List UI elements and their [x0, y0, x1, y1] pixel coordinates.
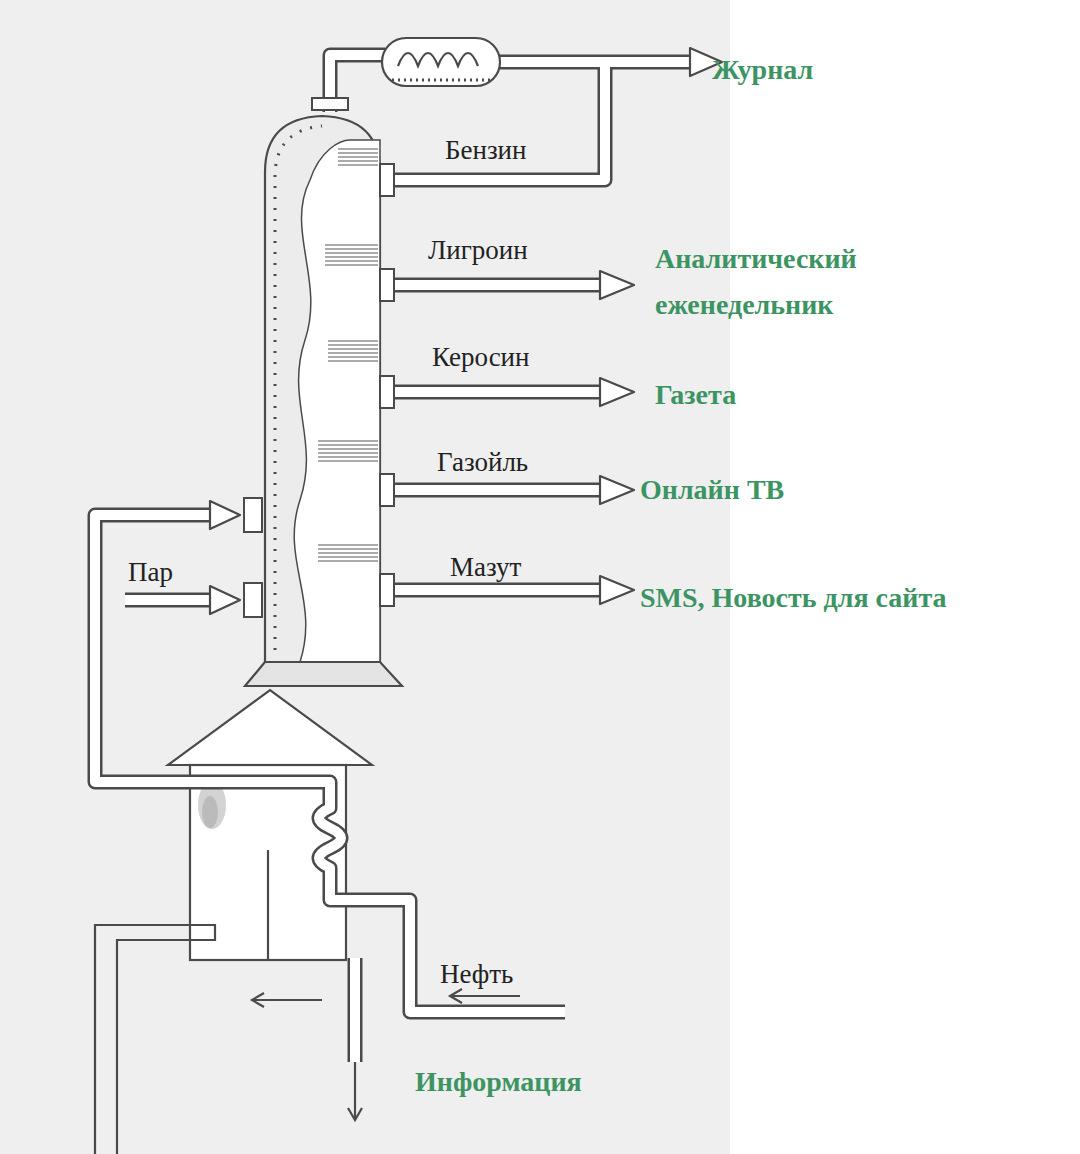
media-label: Журнал — [712, 54, 813, 86]
fraction-label: Мазут — [450, 552, 521, 583]
media-label: Информация — [415, 1066, 582, 1098]
fraction-label: Бензин — [445, 135, 527, 166]
distillation-column — [244, 116, 402, 686]
fraction-label: Лигроин — [428, 235, 528, 266]
media-label: Онлайн ТВ — [640, 474, 784, 506]
input-label: Нефть — [440, 959, 513, 990]
media-label: SMS, Новость для сайта — [640, 582, 947, 614]
grey-ground — [0, 0, 730, 1154]
furnace — [95, 690, 372, 1154]
input-label: Пар — [128, 557, 173, 588]
pipes — [95, 55, 692, 1062]
media-label: Газета — [655, 379, 736, 411]
fraction-label: Газойль — [437, 447, 528, 478]
fraction-label: Керосин — [432, 342, 530, 373]
media-label: Аналитический еженедельник — [655, 236, 955, 328]
condenser — [312, 38, 500, 110]
